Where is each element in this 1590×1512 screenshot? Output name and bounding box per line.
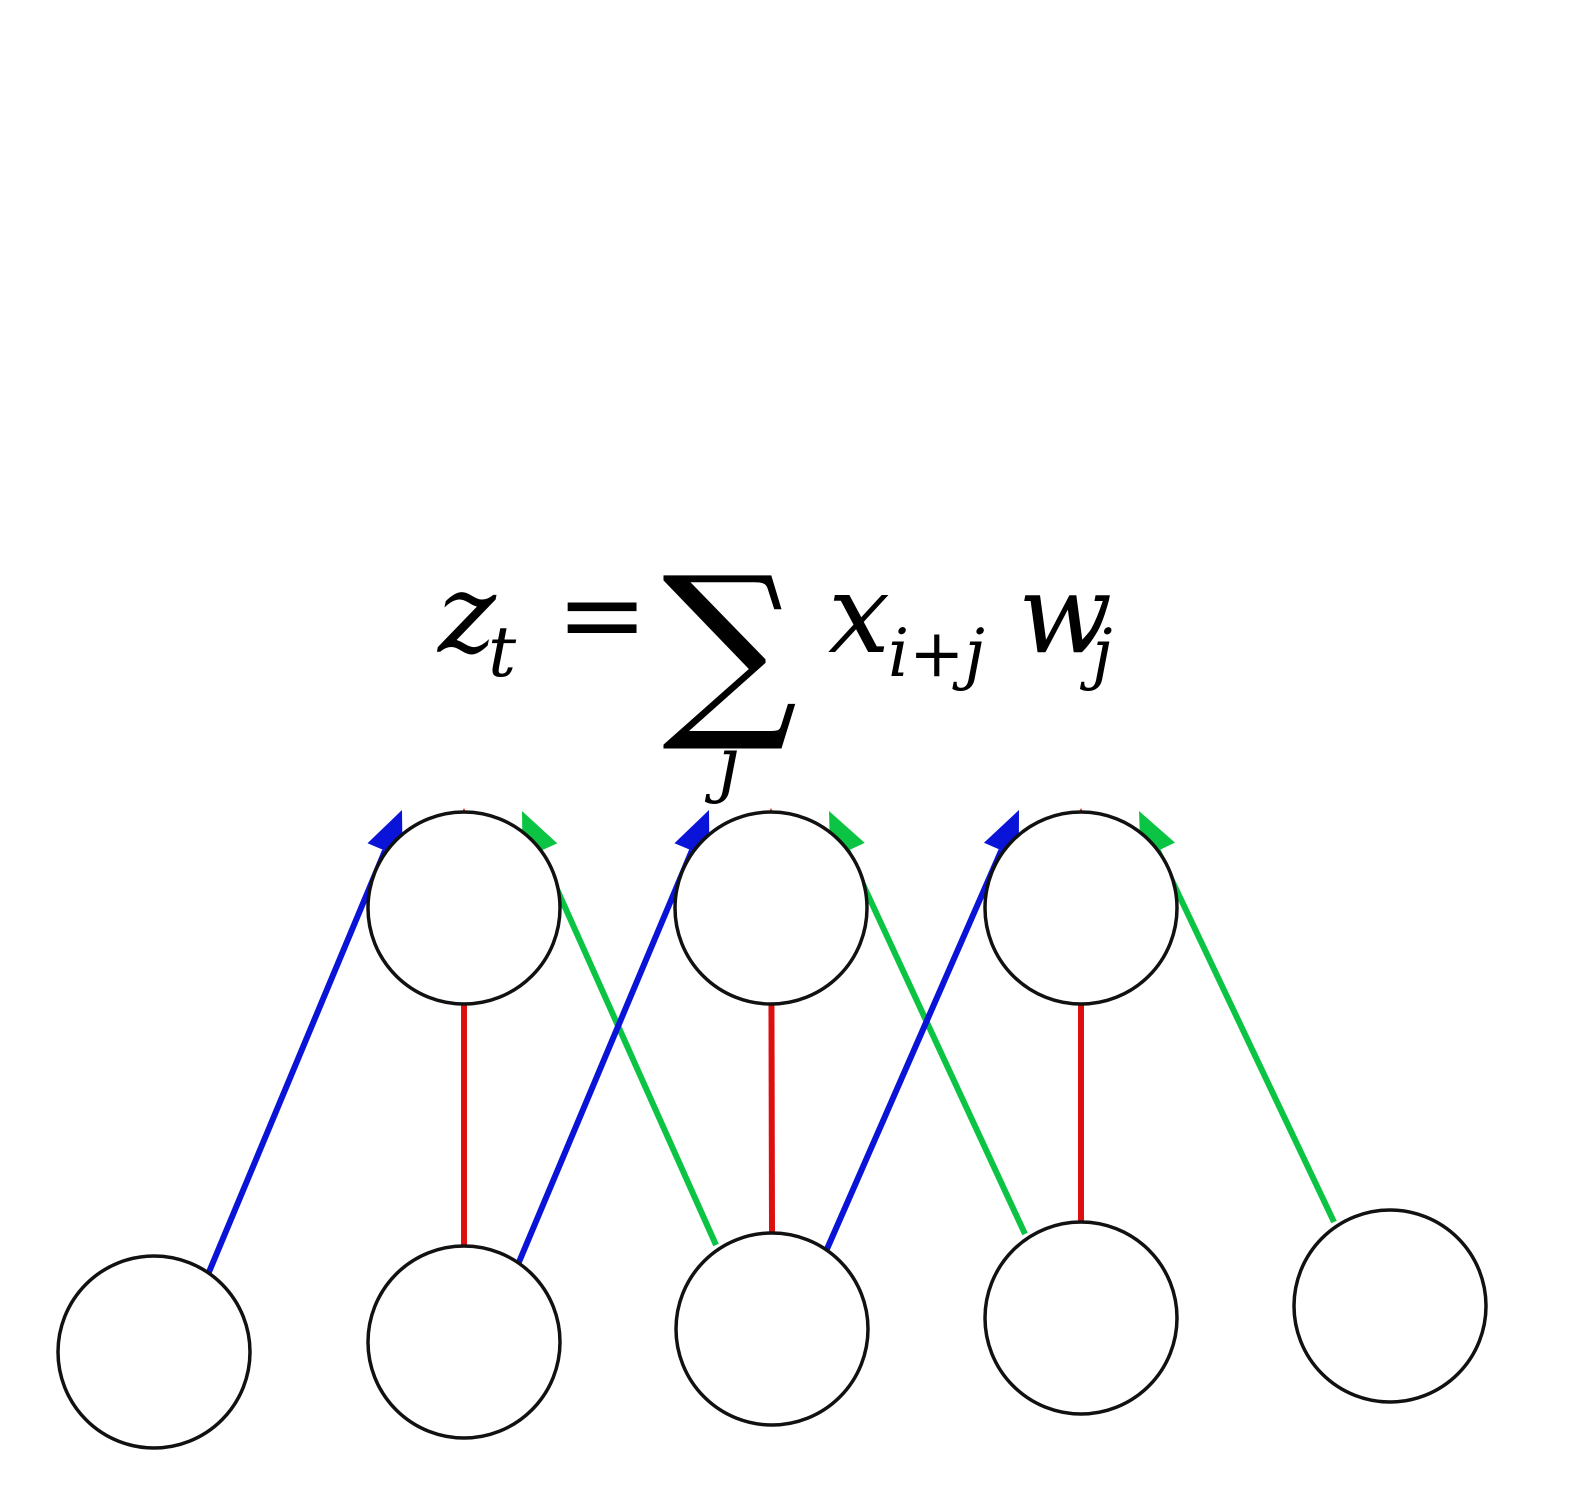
edge-input-4-to-output-2-shaft [844, 849, 1028, 1236]
input-node-1 [56, 1254, 252, 1450]
edge-input-5-to-output-3-shaft [1155, 849, 1337, 1224]
output-node-2 [673, 810, 869, 1006]
formula-term1-subscript: i+j [888, 615, 985, 692]
input-node-2 [366, 1244, 562, 1440]
formula-sum-symbol: ∑ [662, 536, 798, 757]
formula-term1-symbol: x [828, 550, 890, 678]
formula-lhs-symbol: z [436, 550, 497, 678]
edge-input-1-to-output-1-shaft [206, 849, 388, 1274]
edge-input-2-to-output-2-shaft [516, 849, 695, 1264]
input-node-5 [1292, 1208, 1488, 1404]
formula-term2-symbol: w [1018, 550, 1112, 678]
output-node-1 [366, 810, 562, 1006]
input-node-3 [674, 1231, 870, 1427]
formula: z t = ∑ j x i+j w j [436, 536, 1112, 805]
formula-lhs-subscript: t [488, 611, 517, 693]
edge-input-3-to-output-3-shaft [824, 849, 1005, 1251]
output-node-3 [983, 810, 1179, 1006]
input-node-4 [983, 1220, 1179, 1416]
edge-input-3-to-output-1-shaft [537, 849, 719, 1247]
formula-equals: = [556, 550, 648, 678]
nodes [56, 810, 1488, 1450]
